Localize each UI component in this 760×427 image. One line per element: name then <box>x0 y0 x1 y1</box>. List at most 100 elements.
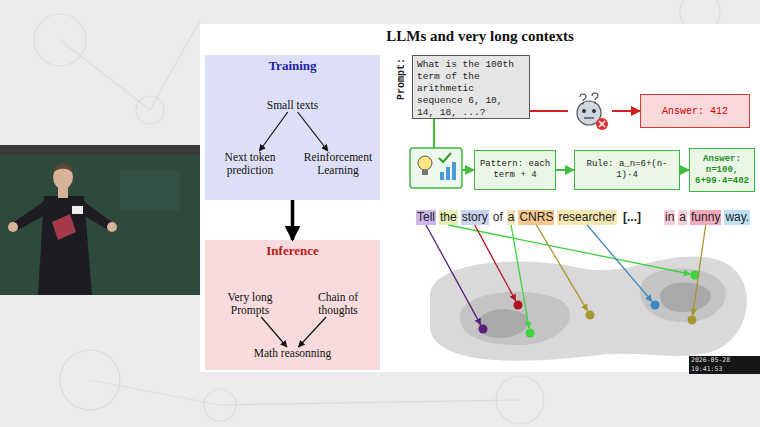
leader-line <box>511 225 529 328</box>
reasoning-step-box: Rule: a_n=6+(n-1)·4 <box>574 150 680 190</box>
robot-eye <box>582 109 586 113</box>
node-text: Next token prediction <box>213 151 287 177</box>
node-text: Math reasonning <box>235 347 350 360</box>
reasoning-step-box: Pattern: each term + 4 <box>474 150 556 190</box>
connector <box>556 169 574 171</box>
token-word: a <box>678 210 687 225</box>
error-cross <box>599 121 605 127</box>
leader-line <box>693 225 706 315</box>
connector <box>298 112 328 151</box>
name-badge <box>72 206 83 214</box>
speaker-hair <box>53 164 73 175</box>
timestamp: 2026-05-28 10:41:53 <box>689 356 760 374</box>
token-word: story <box>461 210 489 225</box>
prompt-tag: Prompt: <box>396 58 408 100</box>
pattern-line <box>60 40 150 110</box>
stage-node: Chain of thoughts <box>299 291 377 317</box>
node-text: Small texts <box>260 99 325 112</box>
token-word: [...] <box>622 210 642 225</box>
connector <box>530 110 640 112</box>
stage-node: Next token prediction <box>213 151 287 177</box>
panel-heading: Inference <box>205 243 380 259</box>
leader-line <box>448 225 690 274</box>
landscape-basin <box>460 292 570 345</box>
board-frame <box>0 145 200 155</box>
node-text: Answer: 412 <box>662 106 728 117</box>
connector <box>680 169 689 171</box>
stage-node: Math reasonning <box>235 347 350 360</box>
token-word: way. <box>724 210 750 225</box>
speaker-photo <box>0 145 200 295</box>
inference-panel: InferenceVery long Prompts Chain of thoug… <box>205 240 380 370</box>
token-word: Tell <box>416 210 436 225</box>
reasoning-icon <box>410 148 462 188</box>
error-badge <box>596 118 608 130</box>
embedding-landscape <box>430 257 747 361</box>
stage-node: Reinforcement Learning <box>297 151 379 177</box>
robot-mouth <box>584 117 594 118</box>
token-dot <box>479 325 488 334</box>
token-word: researcher <box>557 210 616 225</box>
node-text: Reinforcement Learning <box>297 151 379 177</box>
wrong-answer-box: Answer: 412 <box>640 94 750 128</box>
token-word: CNRS <box>518 210 554 225</box>
question-mark-dot <box>582 103 584 105</box>
leader-line <box>475 225 516 301</box>
chart-bar <box>440 172 444 180</box>
pattern-line <box>90 380 220 405</box>
connector <box>299 317 327 347</box>
node-text: Rule: a_n=6+(n-1)·4 <box>577 159 677 181</box>
token-word: the <box>439 210 458 225</box>
node-text: Chain of thoughts <box>299 291 377 317</box>
landscape-basin <box>640 269 726 323</box>
prompt-text: What is the 100th term of the arithmetic… <box>417 59 525 119</box>
stage-node: Very long Prompts <box>213 291 287 317</box>
shirt-print <box>52 214 76 240</box>
robot-eye <box>592 109 596 113</box>
prompt-box: Prompt:What is the 100th term of the ari… <box>412 55 530 119</box>
node-text: Answer: n=100, 6+99·4=402 <box>692 154 752 187</box>
speaker-hand <box>8 222 18 232</box>
bulb-base <box>422 170 428 175</box>
connector <box>261 317 287 347</box>
robot-face <box>577 101 601 125</box>
token-dot <box>526 329 535 338</box>
node-text: Very long Prompts <box>213 291 287 317</box>
chalkboard <box>0 145 200 295</box>
prompt-sentence: [...] <box>622 210 645 225</box>
token-dot <box>586 311 595 320</box>
landscape-core <box>478 309 528 338</box>
connector <box>259 112 287 151</box>
confused-robot-icon <box>568 90 612 132</box>
leader-line <box>536 225 587 311</box>
question-mark-dot <box>594 102 596 104</box>
token-word: funny <box>690 210 721 225</box>
token-dot <box>688 316 697 325</box>
token-dot <box>691 271 700 280</box>
prompt-sentence: inafunnyway. <box>664 210 753 225</box>
stage-node: Small texts <box>260 99 325 112</box>
speaker-hand <box>107 222 117 232</box>
leader-line <box>587 225 652 301</box>
landscape-core <box>660 283 711 313</box>
check-mark <box>439 153 451 162</box>
question-mark-shape <box>592 93 598 100</box>
speaker-arm <box>14 200 50 230</box>
connector <box>291 200 295 240</box>
connector <box>434 119 474 170</box>
chart-bar <box>446 167 450 180</box>
icon-background <box>568 90 612 132</box>
token-word: a <box>507 210 516 225</box>
node-text: Pattern: each term + 4 <box>477 159 553 181</box>
token-dot <box>651 301 660 310</box>
token-word: of <box>492 210 504 225</box>
token-dot <box>514 301 523 310</box>
correct-answer-box: Answer: n=100, 6+99·4=402 <box>689 148 755 192</box>
leader-line <box>426 225 481 325</box>
slide-title: LLMs and very long contexts <box>200 28 760 45</box>
